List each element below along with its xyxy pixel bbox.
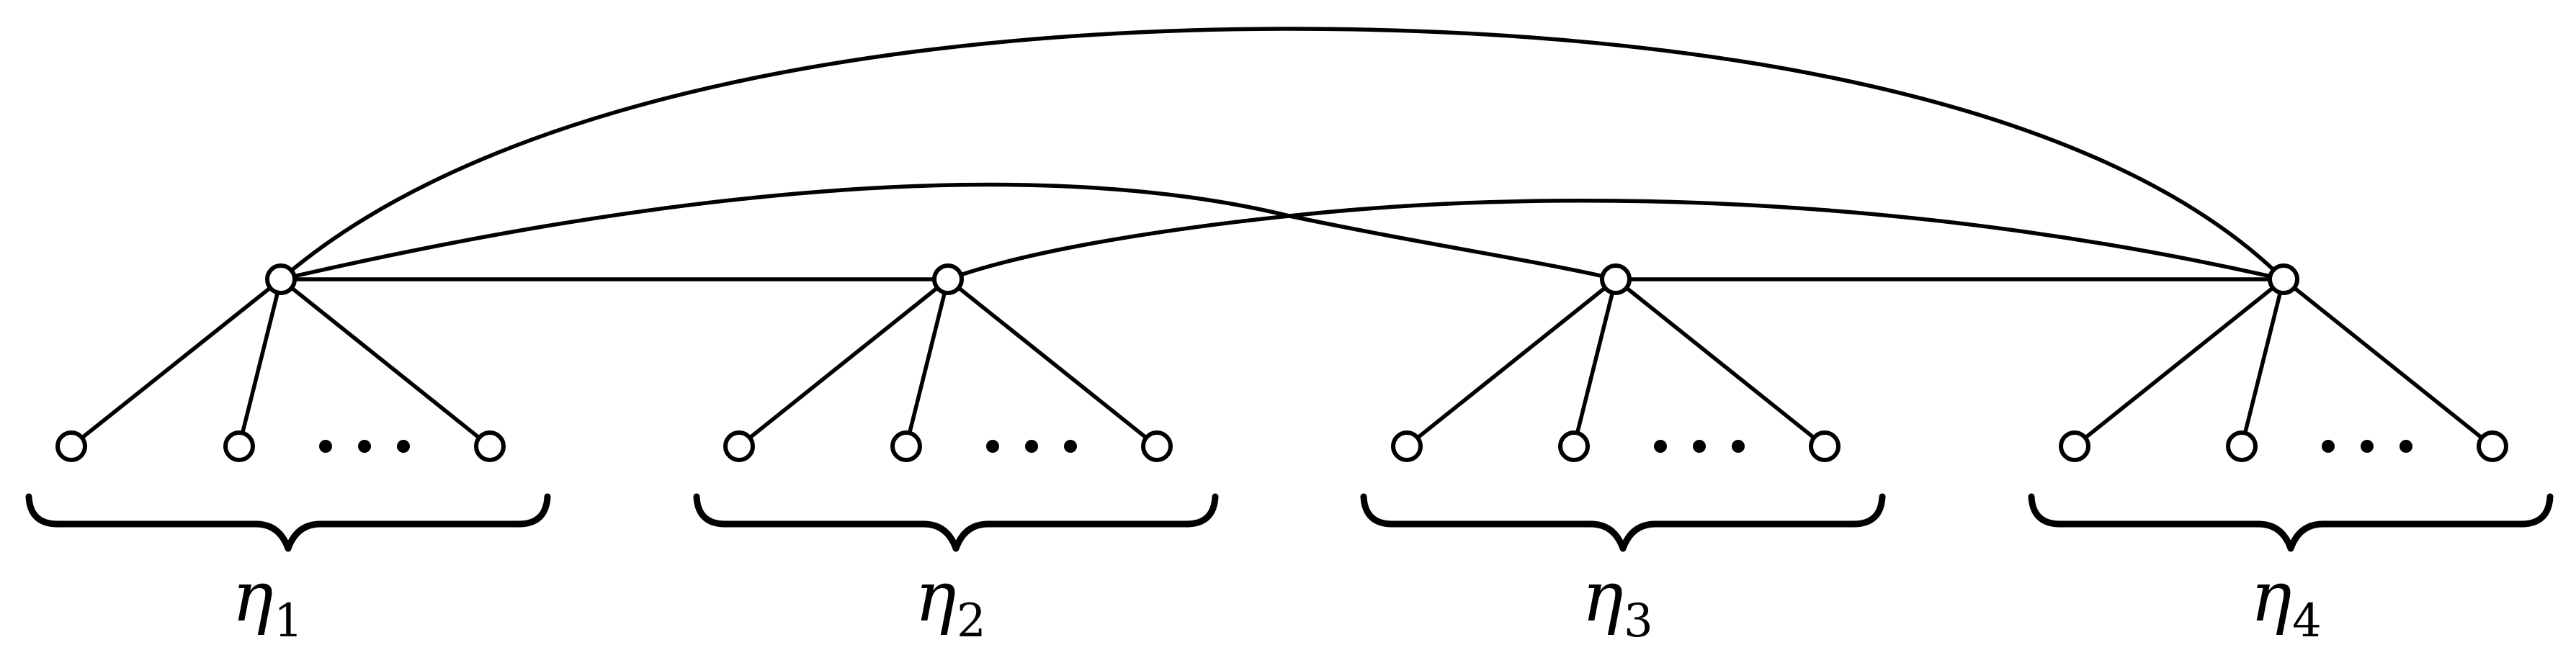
underbrace-group-2 bbox=[693, 493, 1219, 552]
underbrace-group-4 bbox=[2028, 493, 2554, 552]
group-label-1: η 1 bbox=[232, 556, 303, 648]
eta-subscript: 1 bbox=[274, 595, 303, 648]
eta-subscript: 3 bbox=[1624, 595, 1653, 648]
leaf-node bbox=[223, 430, 255, 462]
ellipsis-dots bbox=[986, 440, 1077, 453]
eta-symbol: η bbox=[2250, 556, 2292, 637]
eta-subscript: 2 bbox=[957, 595, 986, 648]
leaf-edge bbox=[237, 277, 283, 448]
leaf-node bbox=[55, 430, 87, 462]
leaf-node bbox=[2226, 430, 2258, 462]
leaf-edge bbox=[1614, 277, 1827, 448]
eta-symbol: η bbox=[1582, 556, 1624, 637]
leaf-edge bbox=[279, 277, 492, 448]
leaf-node bbox=[723, 430, 755, 462]
group-label-2: η 2 bbox=[915, 556, 986, 648]
arc-edge-hub2-hub4 bbox=[946, 198, 2286, 281]
leaf-node bbox=[474, 430, 506, 462]
eta-subscript: 4 bbox=[2292, 595, 2322, 648]
ellipsis-dots bbox=[1654, 440, 1745, 453]
leaf-node bbox=[1558, 430, 1590, 462]
hub-node-2 bbox=[932, 263, 964, 295]
leaf-edge bbox=[2072, 277, 2286, 448]
arc-edge-hub1-hub3 bbox=[279, 182, 1618, 281]
hub-node-3 bbox=[1600, 263, 1632, 295]
leaf-edge bbox=[69, 277, 283, 448]
leaf-node bbox=[890, 430, 922, 462]
leaf-node bbox=[2477, 430, 2508, 462]
leaf-edge bbox=[946, 277, 1159, 448]
leaf-node bbox=[2059, 430, 2090, 462]
group-label-4: η 4 bbox=[2250, 556, 2322, 648]
leaf-edge bbox=[1572, 277, 1618, 448]
ellipsis-dots bbox=[2322, 440, 2412, 453]
leaf-node bbox=[1391, 430, 1423, 462]
underbrace-group-1 bbox=[25, 493, 551, 552]
arc-edge-hub1-hub4 bbox=[279, 27, 2286, 281]
leaf-edge bbox=[1405, 277, 1618, 448]
leaf-edge bbox=[2240, 277, 2286, 448]
eta-symbol: η bbox=[915, 556, 957, 637]
leaf-node bbox=[1809, 430, 1841, 462]
hub-node-4 bbox=[2268, 263, 2299, 295]
ellipsis-dots bbox=[319, 440, 410, 453]
leaf-edge bbox=[904, 277, 950, 448]
eta-symbol: η bbox=[232, 556, 274, 637]
leaf-node bbox=[1141, 430, 1173, 462]
leaf-edge bbox=[737, 277, 950, 448]
group-label-3: η 3 bbox=[1582, 556, 1653, 648]
leaf-edge bbox=[2281, 277, 2495, 448]
hub-node-1 bbox=[265, 263, 297, 295]
underbrace-group-3 bbox=[1360, 493, 1886, 552]
